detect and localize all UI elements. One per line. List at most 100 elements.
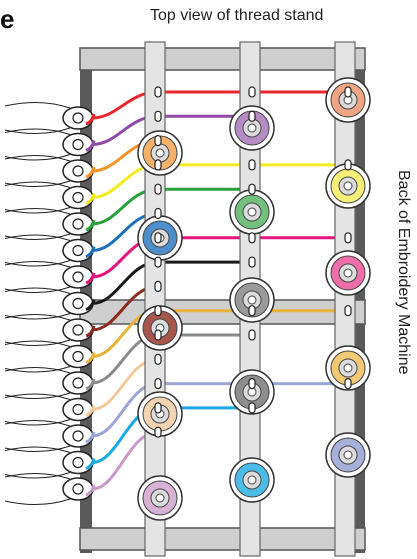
guide-eyelet-11-1	[154, 329, 162, 341]
guide-eyelet-13-3	[344, 378, 352, 390]
tension-knob-5	[72, 218, 84, 230]
tension-thread-12	[85, 405, 96, 417]
tension-knob-2	[72, 138, 84, 151]
bottom-rail	[79, 527, 366, 551]
spool-pin-14	[247, 475, 257, 485]
tension-wire-top-13	[4, 419, 71, 427]
guide-eyelet-6-1	[154, 207, 162, 220]
tension-knob-15	[72, 483, 84, 495]
tension-thread-1	[85, 113, 96, 126]
guide-eyelet-5-2	[248, 183, 256, 195]
tension-thread-6	[85, 246, 96, 258]
guide-eyelet-4-2	[248, 159, 256, 171]
tension-thread-9	[85, 325, 96, 338]
tension-knob-1	[72, 112, 84, 124]
thread-4	[91, 163, 350, 199]
tension-wire-top-11	[4, 366, 71, 374]
tension-knob-10	[72, 350, 84, 363]
spool-pin-3	[155, 148, 165, 158]
tension-thread-11	[85, 378, 96, 391]
diagram-title: Top view of thread stand	[150, 7, 324, 24]
tension-knob-14	[72, 456, 84, 469]
tension-knob-13	[72, 430, 84, 442]
tension-thread-5	[85, 219, 96, 232]
tension-thread-4	[85, 193, 96, 205]
guide-eyelet-3-1	[154, 135, 162, 147]
guide-eyelet-13-1	[154, 378, 162, 390]
tension-wire-top-8	[4, 287, 71, 294]
guide-eyelet-12-1	[154, 353, 162, 365]
spool-pin-10	[343, 363, 353, 373]
guide-eyelet-11-2	[248, 329, 256, 341]
guide-eyelet-7-3	[344, 232, 352, 244]
guide-eyelet-2-1	[154, 110, 162, 122]
tension-wire-top-5	[4, 207, 71, 215]
tension-wire-top-6	[4, 234, 71, 241]
tension-thread-10	[85, 352, 96, 364]
tension-wire-bottom-15	[4, 498, 71, 506]
tension-thread-7	[85, 272, 96, 285]
guide-eyelet-9-1	[154, 280, 162, 292]
tension-knob-7	[72, 271, 84, 283]
thread-guides	[154, 86, 352, 438]
tension-wire-top-9	[4, 313, 71, 321]
clipped-heading-letter: e	[0, 4, 15, 34]
spool-pin-4	[343, 181, 353, 191]
guide-eyelet-15-1	[154, 426, 162, 438]
tension-thread-2	[85, 140, 96, 152]
tension-thread-8	[85, 299, 96, 311]
thread-13	[91, 382, 350, 455]
tension-thread-15	[85, 484, 96, 497]
tension-wire-top-15	[4, 472, 71, 480]
guide-eyelet-14-1	[154, 402, 162, 414]
tension-wire-top-3	[4, 154, 71, 162]
tension-wire-top-4	[4, 181, 71, 188]
spool-pin-8	[247, 295, 257, 305]
guide-eyelet-13-2	[248, 378, 256, 390]
guide-eyelet-14-2	[248, 402, 256, 414]
tension-wire-top-2	[4, 128, 71, 135]
spool-pin-2	[247, 123, 257, 133]
guide-eyelet-4-1	[154, 159, 162, 171]
tension-wire-top-7	[4, 260, 71, 268]
guide-eyelet-2-2	[248, 110, 256, 122]
spool-pin-5	[247, 207, 257, 217]
tension-wire-top-1	[4, 101, 71, 109]
thread-8	[91, 260, 254, 305]
guide-eyelet-8-2	[248, 256, 256, 268]
guide-eyelet-1-3	[344, 86, 352, 98]
top-rail	[79, 47, 366, 71]
thread-paths	[91, 90, 350, 498]
tension-thread-14	[85, 458, 96, 470]
guide-eyelet-8-1	[154, 256, 162, 268]
thread-7	[91, 236, 350, 279]
guide-eyelet-10-2	[248, 305, 256, 317]
stand-frame	[79, 47, 366, 553]
tension-knob-12	[72, 403, 84, 416]
thread-1	[91, 90, 350, 120]
guide-eyelet-7-2	[248, 232, 256, 244]
spools	[137, 77, 371, 521]
guide-eyelet-10-1	[154, 305, 162, 317]
tension-wire-top-10	[4, 340, 71, 347]
tension-knob-6	[72, 244, 84, 257]
guide-eyelet-10-3	[344, 305, 352, 317]
tension-knob-3	[72, 165, 84, 177]
spool-pin-15	[155, 493, 165, 503]
guide-eyelet-7-1	[154, 232, 162, 244]
tension-disks	[4, 101, 96, 506]
tension-knob-11	[72, 377, 84, 389]
tension-knob-4	[72, 191, 84, 204]
tension-wire-top-14	[4, 446, 71, 453]
tension-wire-top-12	[4, 393, 71, 400]
guide-eyelet-5-1	[154, 183, 162, 195]
tension-thread-3	[85, 166, 96, 179]
tension-thread-13	[85, 431, 96, 444]
guide-eyelet-1-1	[154, 86, 162, 98]
guide-eyelet-4-3	[344, 159, 352, 171]
tension-knob-8	[72, 297, 84, 310]
guide-eyelet-1-2	[248, 86, 256, 98]
spool-pin-13	[343, 450, 353, 460]
tension-knob-9	[72, 324, 84, 336]
